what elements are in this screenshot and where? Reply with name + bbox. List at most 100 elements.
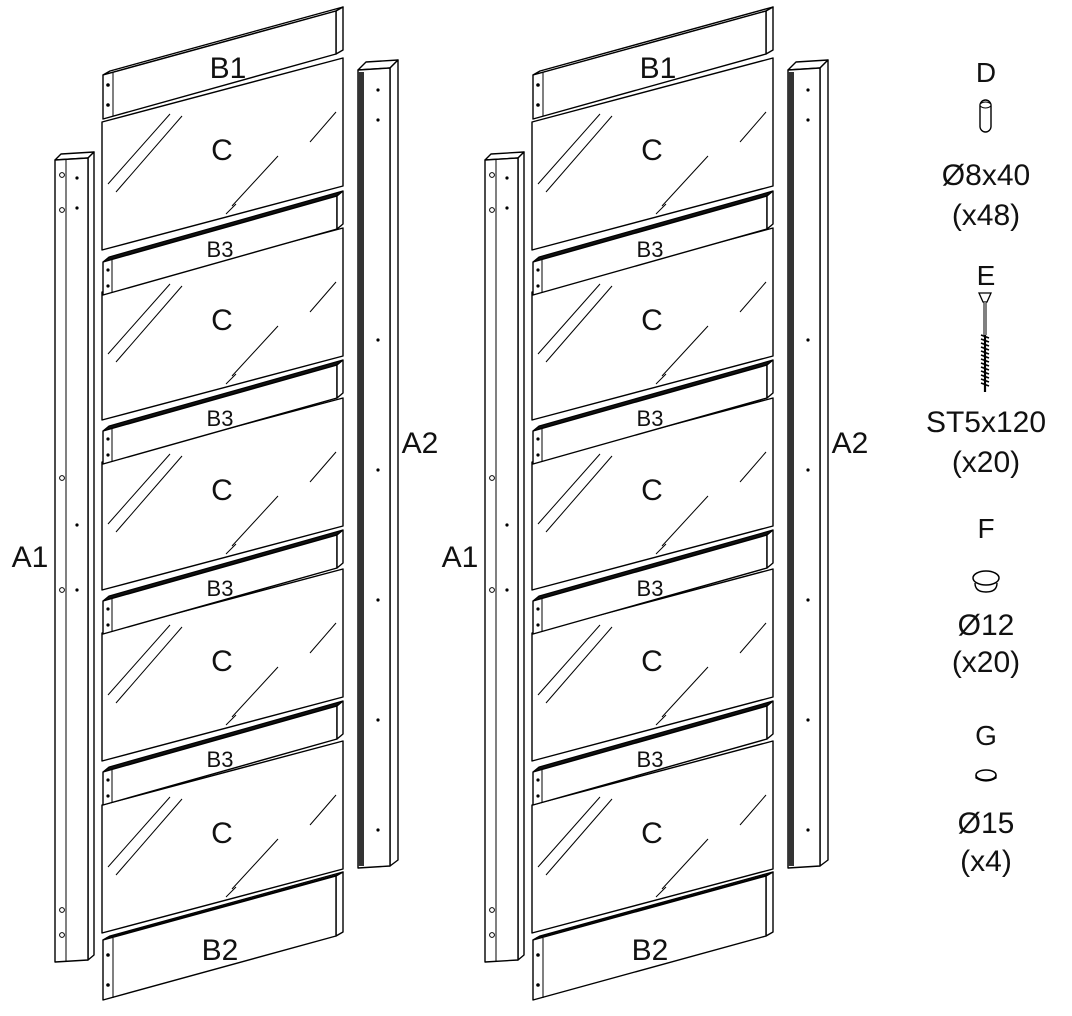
mid-rail-b3-2 (532, 359, 774, 465)
glass-reflection (225, 203, 237, 215)
rail-a1-dot (75, 206, 79, 210)
rail-a1-hole (59, 587, 65, 593)
glass-c-label: C (641, 645, 663, 678)
glass-reflection (115, 285, 183, 363)
glass-c-pane (531, 57, 774, 251)
mid-rail-b3-hole (106, 778, 110, 782)
mid-rail-b3-label: B3 (207, 237, 234, 262)
mid-rail-b3-end (766, 359, 774, 399)
hardware-list: DØ8x40(x48)EST5x120(x20)FØ12(x20)GØ15(x4… (926, 57, 1046, 878)
rail-a1-hole (59, 932, 65, 938)
rail-a2-dot (376, 598, 380, 602)
mid-rail-b3-label: B3 (637, 406, 664, 431)
rail-a1-hole (59, 207, 65, 213)
bottom-rail-b2-hole (106, 983, 110, 987)
rail-a1-hole (489, 172, 495, 178)
hardware-letter: F (977, 513, 994, 544)
rail-a1-hole (489, 907, 495, 913)
rail-a1-dot (505, 523, 509, 527)
glass-reflection (231, 838, 279, 890)
rail-a1-dot (505, 176, 509, 180)
mid-rail-b3-hole (106, 607, 110, 611)
glass-reflection (655, 543, 667, 555)
mid-rail-b3-label: B3 (207, 406, 234, 431)
bottom-rail-b2-end (765, 871, 774, 937)
hardware-size: Ø15 (958, 807, 1015, 840)
top-rail-b1 (532, 6, 774, 120)
hardware-qty: (x4) (960, 845, 1012, 878)
glass-c-label: C (211, 474, 233, 507)
top-rail-b1-end (765, 6, 774, 55)
top-rail-b1-face (102, 10, 337, 120)
glass-c-pane (101, 57, 344, 251)
glass-c-1 (531, 57, 774, 251)
glass-reflection (309, 794, 337, 826)
glass-reflection (537, 624, 601, 696)
dowel-end (979, 101, 992, 109)
rail-a1-dot (75, 176, 79, 180)
rail-a1-face (54, 157, 89, 963)
mid-rail-b3-hole (536, 778, 540, 782)
rail-a2-dot (806, 828, 810, 832)
glass-c-label: C (211, 134, 233, 167)
hardware-qty: (x48) (952, 199, 1020, 232)
disc-icon (975, 769, 997, 782)
rail-a1-dot (505, 588, 509, 592)
glass-reflection (225, 714, 237, 726)
rail-a2-side (389, 59, 399, 867)
mid-rail-b3-hole (106, 453, 110, 457)
rail-a1-hole (489, 932, 495, 938)
glass-reflection (739, 111, 767, 143)
hardware-size: ST5x120 (926, 406, 1046, 439)
glass-reflection (231, 155, 279, 207)
glass-c-label: C (211, 304, 233, 337)
top-rail-b1-label: B1 (210, 52, 247, 85)
glass-reflection (309, 451, 337, 483)
mid-rail-b3-label: B3 (637, 747, 664, 772)
glass-reflection (231, 495, 279, 547)
mid-rail-b3-end (766, 700, 774, 740)
mid-rail-b3-hole (106, 268, 110, 272)
rail-a2-dot (806, 338, 810, 342)
hardware-qty: (x20) (952, 446, 1020, 479)
rail-a1-hole (59, 907, 65, 913)
rail-a1-hole (59, 475, 65, 481)
mid-rail-b3-4 (102, 700, 344, 806)
rail-a1-label: A1 (12, 541, 49, 574)
glass-reflection (655, 886, 667, 898)
glass-reflection (537, 796, 601, 868)
rail-a2-dot (806, 468, 810, 472)
glass-c-label: C (641, 474, 663, 507)
glass-reflection (225, 886, 237, 898)
mid-rail-b3-label: B3 (637, 237, 664, 262)
mid-rail-b3-hole (536, 437, 540, 441)
rail-a2-dot (806, 598, 810, 602)
hardware-size: Ø8x40 (942, 159, 1030, 192)
hardware-qty: (x20) (952, 646, 1020, 679)
glass-reflection (309, 622, 337, 654)
glass-reflection (537, 283, 601, 355)
rail-a2-dot (376, 118, 380, 122)
rail-a2-dot (806, 118, 810, 122)
glass-reflection (739, 281, 767, 313)
glass-c-label: C (641, 817, 663, 850)
top-rail-b1-hole (536, 103, 540, 107)
rail-a2-side (819, 59, 829, 867)
bottom-rail-b2-hole (536, 983, 540, 987)
bottom-rail-b2-line (535, 873, 771, 939)
screw-head (977, 292, 993, 303)
mid-rail-b3-hole (106, 794, 110, 798)
glass-reflection (309, 281, 337, 313)
top-rail-b1-hole (106, 83, 110, 87)
mid-rail-b3-1 (532, 190, 774, 296)
mid-rail-b3-1 (102, 190, 344, 296)
bottom-rail-b2-end (335, 871, 344, 937)
rail-a2-dot (806, 88, 810, 92)
glass-reflection (115, 626, 183, 704)
top-rail-b1-face (532, 10, 767, 120)
glass-reflection (739, 794, 767, 826)
glass-reflection (545, 115, 613, 193)
bottom-rail-b2-hole (106, 953, 110, 957)
glass-reflection (655, 714, 667, 726)
